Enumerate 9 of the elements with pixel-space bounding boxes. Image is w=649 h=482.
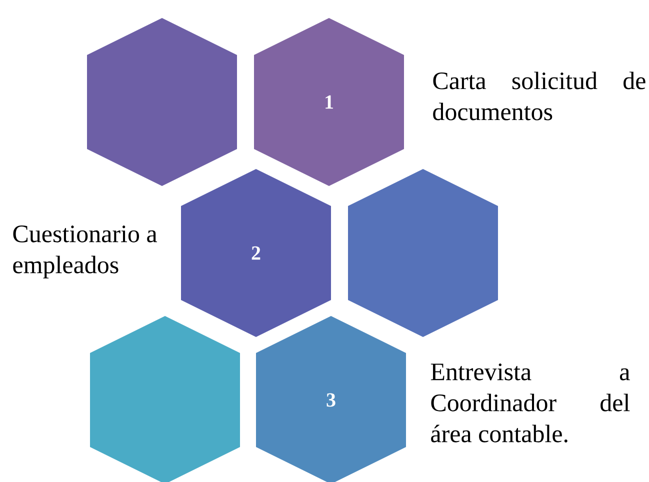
step-caption: Entrevista a Coordinador del área contable.: [430, 364, 630, 442]
hexagon: [87, 18, 237, 186]
hexagon-box: 3: [256, 316, 406, 482]
step-caption: Carta solicitud de documentos: [433, 72, 646, 120]
step-caption: Cuestionario a empleados: [13, 226, 157, 278]
hexagon-box: 2: [181, 169, 331, 337]
hexagon-box: 1: [254, 18, 404, 186]
hexagon: [348, 169, 498, 337]
hexagon: [90, 316, 240, 482]
